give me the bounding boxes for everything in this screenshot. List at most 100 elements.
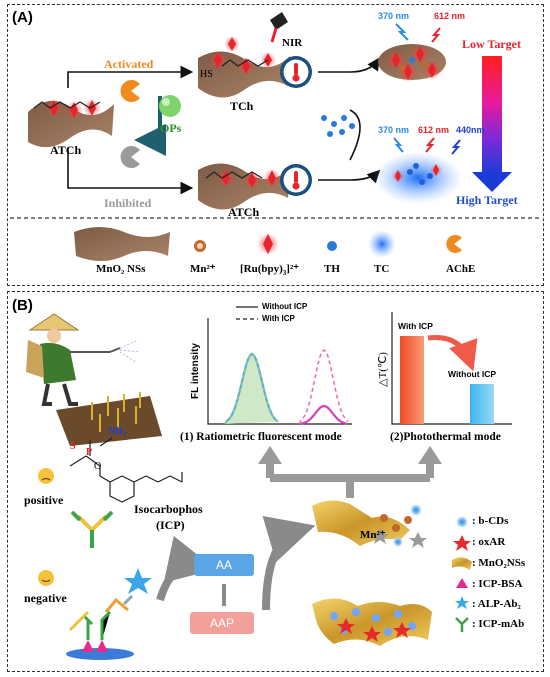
atch-molecule	[33, 101, 101, 109]
branch-line	[67, 65, 194, 88]
fl-peak-dashed-left	[225, 353, 279, 424]
excitation-bolt-icon	[395, 23, 409, 41]
legend-tc-icon	[368, 230, 396, 258]
wl-612-bottom: 612 nm	[418, 125, 450, 135]
th-particles	[321, 115, 355, 137]
pt-label-without: Without ICP	[448, 369, 497, 379]
fl-legend-without: Without ICP	[262, 302, 308, 311]
pt-ylabel: △T(℃)	[376, 352, 389, 387]
legend-bcds-icon	[456, 516, 468, 528]
low-target-label: Low Target	[462, 37, 522, 51]
positive-face-icon	[38, 468, 54, 484]
icp-bsa-assembly	[68, 594, 134, 652]
activated-label: Activated	[104, 57, 154, 71]
legend-ru-sub: 3	[282, 269, 287, 278]
ops-label: OPs	[160, 121, 182, 135]
fl-legend-with: With ICP	[262, 314, 295, 323]
nir-laser-icon	[270, 12, 288, 30]
mn2-released	[371, 504, 427, 548]
legend-ru-suffix: ]²⁺	[286, 263, 300, 275]
isocarbophos-structure	[69, 437, 183, 503]
to-pt-arrowhead	[418, 446, 442, 464]
cds-on-sheet	[330, 608, 416, 642]
legend-alp-ab2-label: : ALP-Ab₂	[472, 598, 521, 610]
farmer-illustration	[26, 313, 162, 446]
legend-icp-mab-label: : ICP-mAb	[472, 618, 525, 630]
hs-label: HS	[200, 69, 213, 80]
fl-peak-dashed-right	[299, 348, 349, 424]
nir-label: NIR	[282, 37, 303, 49]
inhibited-label: Inhibited	[104, 196, 152, 210]
emission-bolt-icon	[431, 27, 441, 43]
panel-a-label: (A)	[12, 9, 33, 26]
o-atom-label: O	[94, 461, 102, 472]
legend-ache-label: AChE	[446, 263, 476, 275]
legend-mn-label: Mn²⁺	[190, 263, 216, 275]
atch-label-left: ATCh	[50, 143, 82, 157]
pt-caption: (2)Photothermal mode	[390, 431, 501, 443]
wl-440-bottom: 440nm	[456, 125, 485, 135]
atch-label-bottom: ATCh	[228, 205, 260, 219]
tch-label: TCh	[230, 99, 254, 113]
legend-icp-bsa-icon	[456, 578, 468, 588]
fl-chart-axes	[207, 318, 352, 425]
wl-612-top: 612 nm	[434, 11, 466, 21]
tch-ru-marks	[209, 36, 276, 75]
legend-mno2-label: MnO₂ NSs	[96, 263, 146, 275]
legend-mno2-icon	[74, 227, 170, 261]
target-arrow-head	[472, 172, 512, 192]
panel-a	[7, 4, 544, 286]
inhibition-arrow	[134, 96, 166, 156]
fl-curves	[224, 348, 349, 425]
nh2-label: NH₂	[108, 426, 126, 437]
high-target-cluster	[392, 163, 442, 185]
legend-ache-icon	[446, 235, 462, 254]
aa-to-mno2-arrow	[262, 516, 316, 611]
branch-line-lower	[67, 148, 194, 195]
negative-label: negative	[24, 591, 67, 605]
isocarbophos-label: Isocarbophos	[134, 502, 203, 516]
arrow-to-low-target	[318, 57, 380, 73]
legend-oxar-icon	[453, 535, 471, 551]
wl-370-bottom: 370 nm	[378, 125, 410, 135]
panel-b-label: (B)	[12, 297, 33, 314]
ache-enzyme-icon	[120, 80, 140, 103]
s-atom-label: S	[70, 441, 76, 452]
icp-mab-antibody	[70, 510, 114, 548]
aa-box: AA	[194, 554, 254, 576]
aap-box: AAP	[190, 612, 254, 634]
icp-label: (ICP)	[156, 518, 185, 532]
pt-trend-arrow	[427, 335, 478, 372]
legend-th-label: TH	[324, 263, 340, 275]
fl-ylabel: FL intensity	[189, 343, 201, 399]
pt-bar-without-icp	[470, 384, 494, 424]
to-fl-arrowhead	[258, 446, 282, 464]
legend-ru-prefix: [Ru(bpy)	[240, 263, 283, 275]
positive-label: positive	[24, 493, 64, 507]
high-target-label: High Target	[456, 193, 518, 207]
mn2-label: Mn²⁺	[360, 529, 386, 541]
low-target-cluster	[386, 44, 442, 82]
mno2-sheet-intact	[312, 598, 432, 646]
fl-peak-fill-left	[226, 354, 278, 424]
fl-peak-solid-right	[300, 404, 347, 425]
pt-label-with: With ICP	[398, 321, 433, 331]
th-join-arrow	[349, 109, 361, 161]
alp-enzyme-star	[124, 568, 152, 594]
negative-face-icon	[38, 570, 54, 586]
legend-bcds-label: : b-CDs	[472, 515, 509, 527]
legend-icp-bsa-label: : ICP-BSA	[472, 578, 523, 590]
to-modes-arrow	[266, 462, 434, 498]
legend-tc-label: TC	[374, 263, 390, 275]
legend-alp-ab2-icon	[455, 596, 469, 609]
legend-icp-mab-icon	[455, 617, 469, 632]
legend-mno2-icon-b	[452, 557, 472, 570]
wl-370-top: 370 nm	[378, 11, 410, 21]
legend-oxar-label: : oxAR	[472, 536, 506, 548]
panel-b	[7, 291, 544, 672]
legend-mno2-label-b: : MnO₂NSs	[472, 557, 526, 569]
p-atom-label: P	[86, 447, 93, 458]
legend-ru-label: [Ru(bpy)3]²⁺	[240, 264, 299, 277]
